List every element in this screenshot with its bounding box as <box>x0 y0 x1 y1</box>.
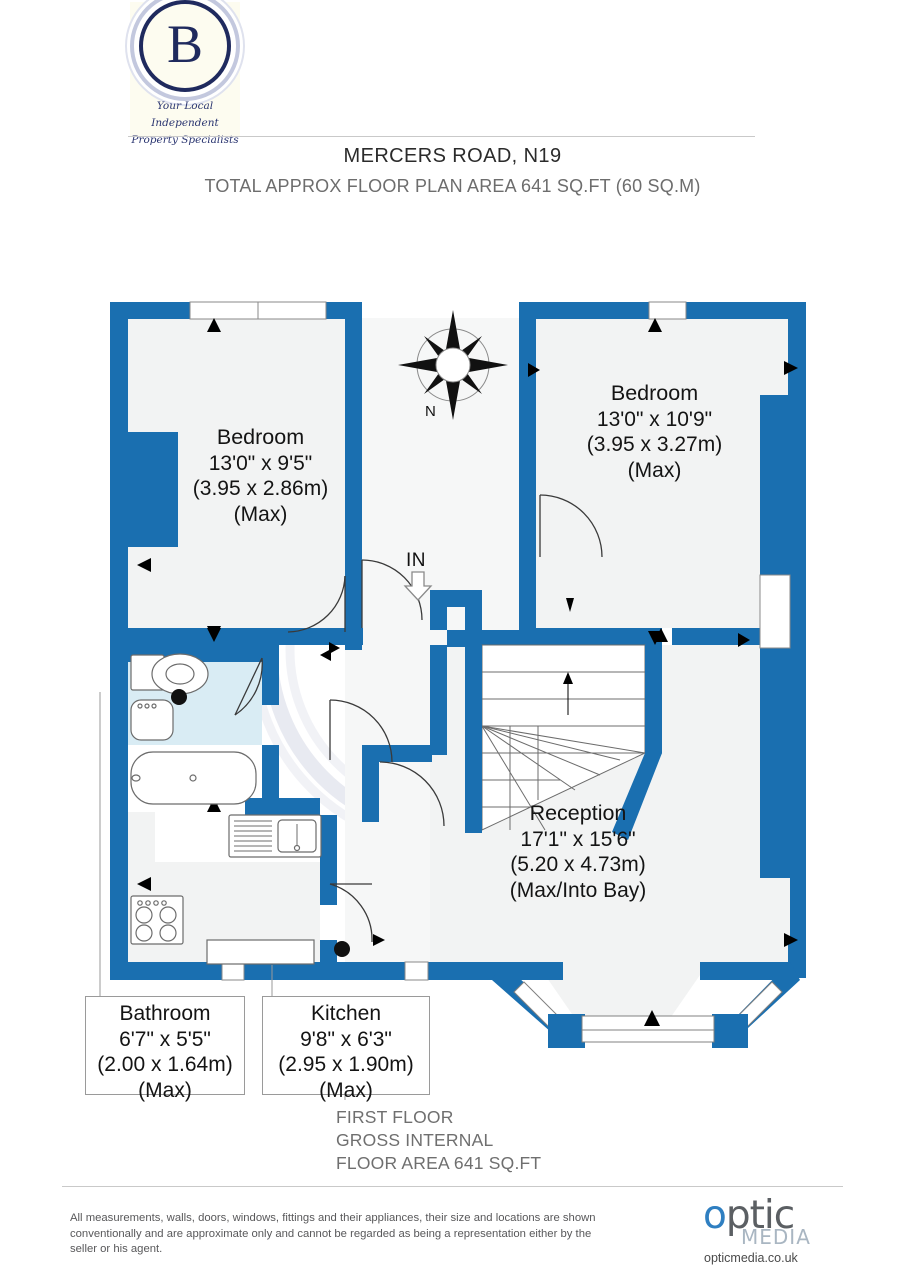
door-swings <box>234 494 603 943</box>
floor-caption-line2: GROSS INTERNAL <box>336 1130 494 1150</box>
logo-tagline-line2: Property Specialists <box>131 134 239 146</box>
bathroom-light-fitting <box>171 689 187 705</box>
room-label-reception: Reception 17'1" x 15'6" (5.20 x 4.73m) (… <box>509 801 647 902</box>
header-divider <box>128 136 755 137</box>
logo-letter: B <box>166 14 204 74</box>
walls <box>110 302 806 980</box>
entrance-arrow-icon <box>403 571 433 601</box>
page-title: MERCERS ROAD, N19 <box>343 145 562 167</box>
room-label-bedroom-right: Bedroom 13'0" x 10'9" (3.95 x 3.27m) (Ma… <box>586 381 723 482</box>
floor-caption-line3: FLOOR AREA 641 SQ.FT <box>336 1153 542 1173</box>
logo-tagline: Your Local Independent Property Speciali… <box>130 98 240 149</box>
room-label-bedroom-left: Bedroom 13'0" x 9'5" (3.95 x 2.86m) (Max… <box>192 425 329 526</box>
optic-letters-rest: ptic <box>725 1193 795 1238</box>
total-area-label: TOTAL APPROX FLOOR PLAN AREA 641 SQ.FT (… <box>204 176 701 196</box>
staircase <box>465 644 662 840</box>
optic-media-url: opticmedia.co.uk <box>704 1251 798 1265</box>
floor-caption: FIRST FLOOR GROSS INTERNAL FLOOR AREA 64… <box>336 1106 541 1175</box>
bathroom-fixtures <box>130 653 257 805</box>
logo-circle-icon: B <box>139 0 231 92</box>
logo-tagline-line1: Your Local Independent <box>151 100 219 129</box>
optic-wordmark: optic <box>703 1193 795 1238</box>
callout-kitchen: Kitchen 9'8" x 6'3" (2.95 x 1.90m) (Max) <box>262 996 430 1102</box>
kitchen-fixtures <box>130 814 322 965</box>
optic-media-subtext: MEDIA <box>741 1225 811 1249</box>
compass-north-label: N <box>425 403 436 420</box>
footer-divider <box>62 1186 843 1187</box>
bay-window <box>492 962 800 1048</box>
entrance-label: IN <box>406 550 426 571</box>
agency-logo: B Your Local Independent Property Specia… <box>130 0 240 146</box>
optic-media-logo: optic MEDIA opticmedia.co.uk <box>703 1193 853 1265</box>
floor-caption-line1: FIRST FLOOR <box>336 1107 454 1127</box>
compass-icon <box>398 310 508 420</box>
kitchen-light-fitting <box>334 941 350 957</box>
callout-bathroom: Bathroom 6'7" x 5'5" (2.00 x 1.64m) (Max… <box>85 996 245 1102</box>
windows <box>189 301 791 981</box>
disclaimer-text: All measurements, walls, doors, windows,… <box>70 1212 596 1255</box>
optic-letter-o: o <box>703 1193 727 1238</box>
